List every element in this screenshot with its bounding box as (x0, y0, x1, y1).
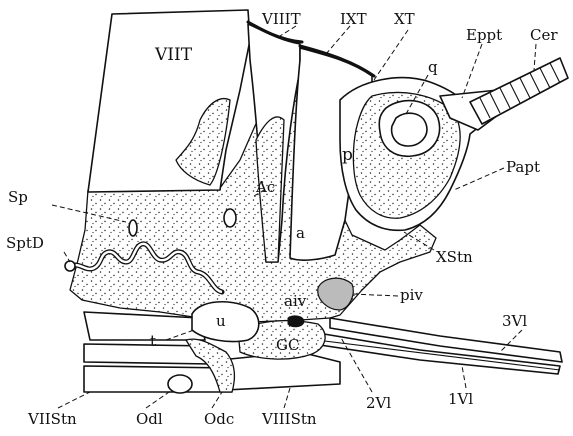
label-odl: Odl (136, 410, 163, 428)
spiracle-2 (224, 209, 236, 227)
leader-viiistn (284, 388, 290, 408)
sptd-bulb (65, 261, 75, 271)
lateral-oviduct (168, 375, 192, 393)
label-viit: VIIT (154, 45, 193, 65)
label-a: a (296, 224, 305, 242)
label-p: p (342, 145, 353, 165)
label-viistn: VIIStn (27, 410, 77, 428)
label-gc: GC (276, 336, 299, 354)
label-3vl: 3Vl (502, 312, 527, 330)
label-ac: Ac (255, 178, 275, 196)
label-sp: Sp (8, 188, 28, 206)
leader-sptd (64, 252, 70, 262)
label-papt: Papt (506, 158, 540, 176)
label-1vl: 1Vl (448, 390, 473, 408)
q-loop-inner (392, 113, 427, 146)
leader-odc (212, 392, 222, 408)
label-xt: XT (394, 10, 415, 28)
leader-cer (534, 44, 536, 70)
leader-ixt (326, 26, 350, 54)
label-viiit: VIIIT (261, 10, 301, 28)
leader-1vl (462, 366, 466, 388)
label-2vl: 2Vl (366, 394, 391, 412)
aiv-dark (288, 316, 304, 327)
label-xstn: XStn (436, 248, 473, 266)
label-sptd: SptD (6, 234, 44, 252)
leader-eppt (462, 44, 482, 98)
label-q: q (428, 58, 438, 76)
label-t: t (150, 332, 156, 350)
label-ixt: IXT (340, 10, 367, 28)
label-odc: Odc (204, 410, 234, 428)
leader-xt (374, 30, 408, 80)
viistn-bottom (84, 366, 232, 392)
label-aiv: aiv (284, 292, 307, 310)
label-u: u (216, 312, 226, 330)
label-eppt: Eppt (466, 26, 502, 44)
spiracle (129, 220, 137, 236)
label-viiistn: VIIIStn (261, 410, 317, 428)
leader-papt (454, 168, 504, 190)
label-cer: Cer (530, 26, 558, 44)
label-piv: piv (400, 286, 423, 304)
leader-viistn (58, 392, 90, 408)
